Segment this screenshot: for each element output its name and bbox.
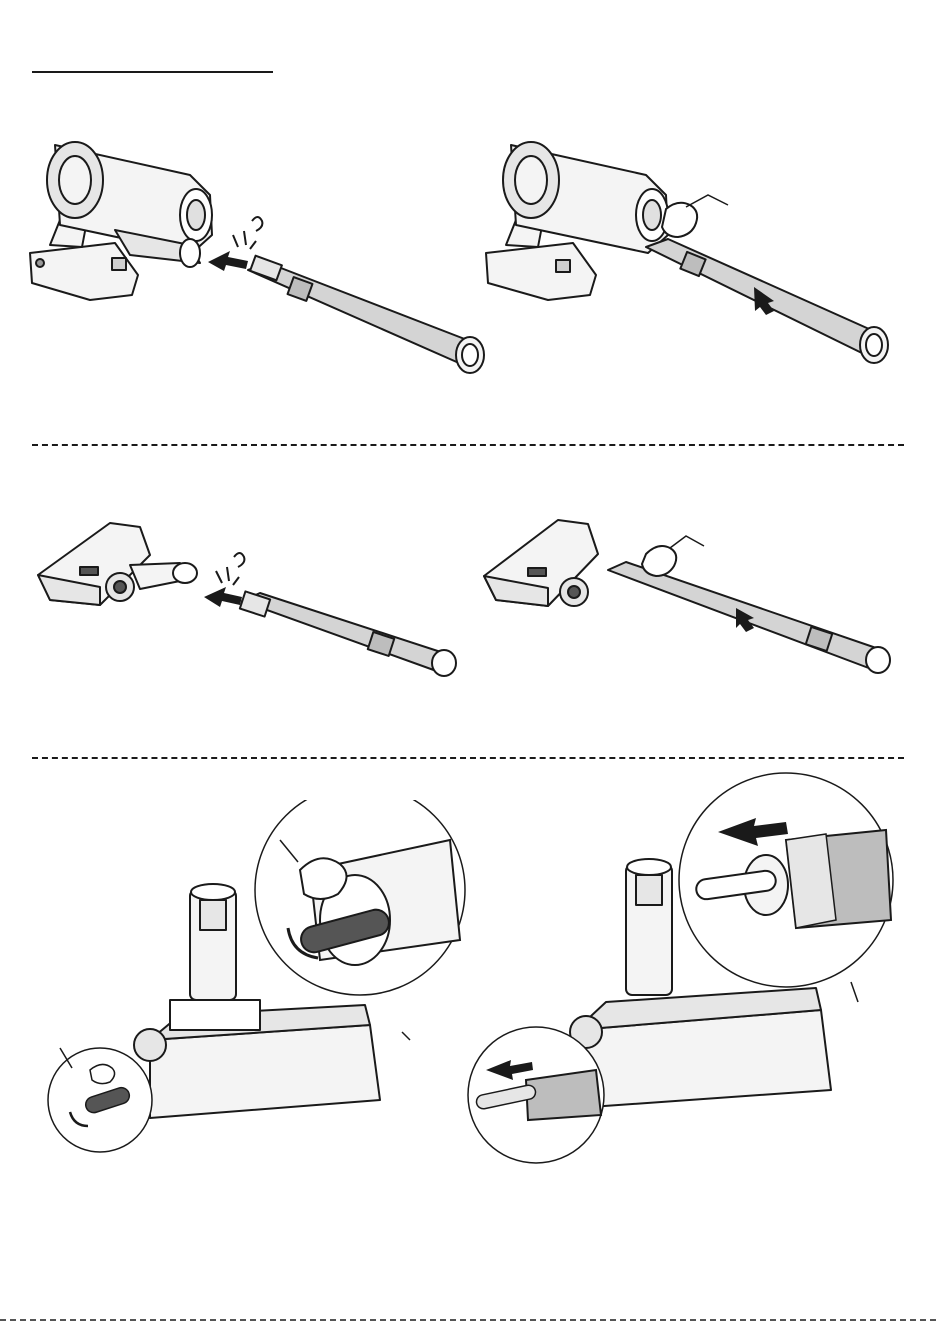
brushroll-removal-illustration <box>466 770 906 1170</box>
section-divider <box>32 757 904 759</box>
callout-magnifier-icon <box>255 800 465 995</box>
callout-magnifier-icon <box>48 1048 152 1152</box>
handheld-base <box>30 243 138 300</box>
floor-head-body <box>150 1025 380 1118</box>
extension-tube <box>242 593 450 673</box>
floorhead-release-illustration <box>478 512 898 677</box>
extension-tube <box>248 263 475 367</box>
step-insert-tube-into-handheld <box>20 135 490 395</box>
step-rotate-brushroll-cap <box>30 800 480 1160</box>
push-arrow-icon <box>208 251 248 271</box>
page-bottom-cut-line <box>0 1319 936 1321</box>
section-divider <box>32 444 904 446</box>
callout-magnifier-icon <box>679 773 893 987</box>
hand-press-icon <box>300 858 347 899</box>
hand-press-icon <box>662 203 697 237</box>
section-heading-underline <box>32 71 273 73</box>
push-arrow-icon <box>204 587 242 607</box>
click-sound-icon <box>216 553 244 585</box>
brushroll-cap-illustration <box>30 800 480 1160</box>
step-pull-out-brushroll <box>466 770 906 1170</box>
handheld-insert-illustration <box>20 135 490 395</box>
callout-magnifier-icon <box>468 1027 604 1163</box>
floorhead-insert-illustration <box>30 515 460 680</box>
step-release-tube-from-handheld <box>478 135 918 375</box>
hand-press-icon <box>642 546 676 576</box>
handheld-release-illustration <box>478 135 918 375</box>
click-sound-icon <box>233 217 262 249</box>
step-release-tube-from-floor-head <box>478 512 898 677</box>
step-insert-tube-into-floor-head <box>30 515 460 680</box>
